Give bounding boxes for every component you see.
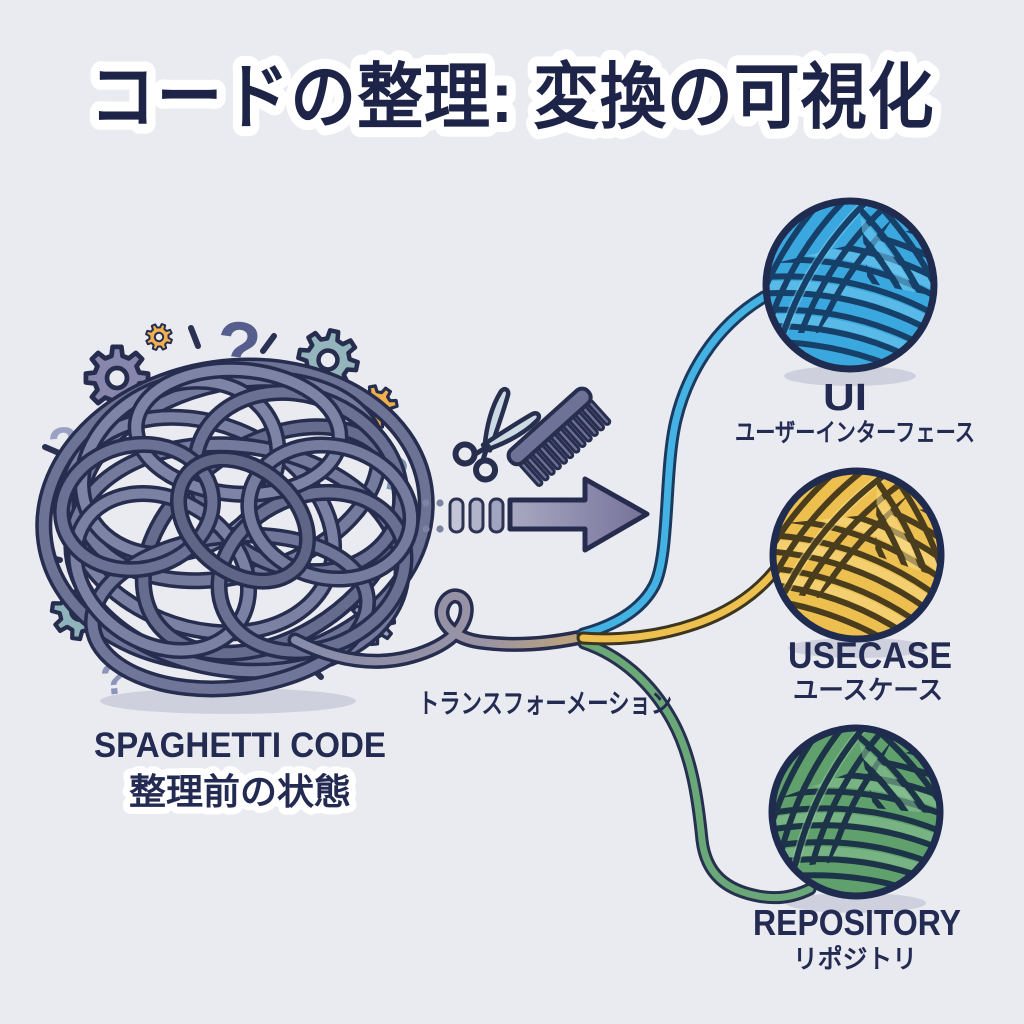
repository-caption: リポジトリ [793,944,917,974]
tangled-thread-icon [35,357,435,698]
ui-label: UI [823,377,867,419]
spaghetti-code-caption: 整理前の状態 [129,771,351,812]
loose-thread [287,588,594,669]
usecase-label: USECASE [788,635,952,676]
spaghetti-code-label: SPAGHETTI CODE [94,726,386,765]
comb-icon [506,386,612,487]
scissors-icon [452,386,542,483]
arrow-right-icon [507,476,650,553]
output-threads [576,290,817,905]
arrow-lead-dots [422,499,444,533]
thread-ui [576,290,771,641]
transformation-caption: トランスフォーメーション [418,689,672,719]
labels: SPAGHETTI CODE 整理前の状態 トランスフォーメーション UI ユー… [94,377,975,974]
ui-caption: ユーザーインターフェース [735,419,975,447]
page-title: コードの整理: 変換の可視化 [90,58,935,138]
thread-usecase [576,557,787,646]
usecase-caption: ユースケース [793,675,943,705]
shadows [100,366,928,913]
thread-repository [577,636,817,905]
transformation-arrow [422,476,650,553]
arrow-lead-bars [448,497,505,534]
repository-label: REPOSITORY [753,902,961,943]
